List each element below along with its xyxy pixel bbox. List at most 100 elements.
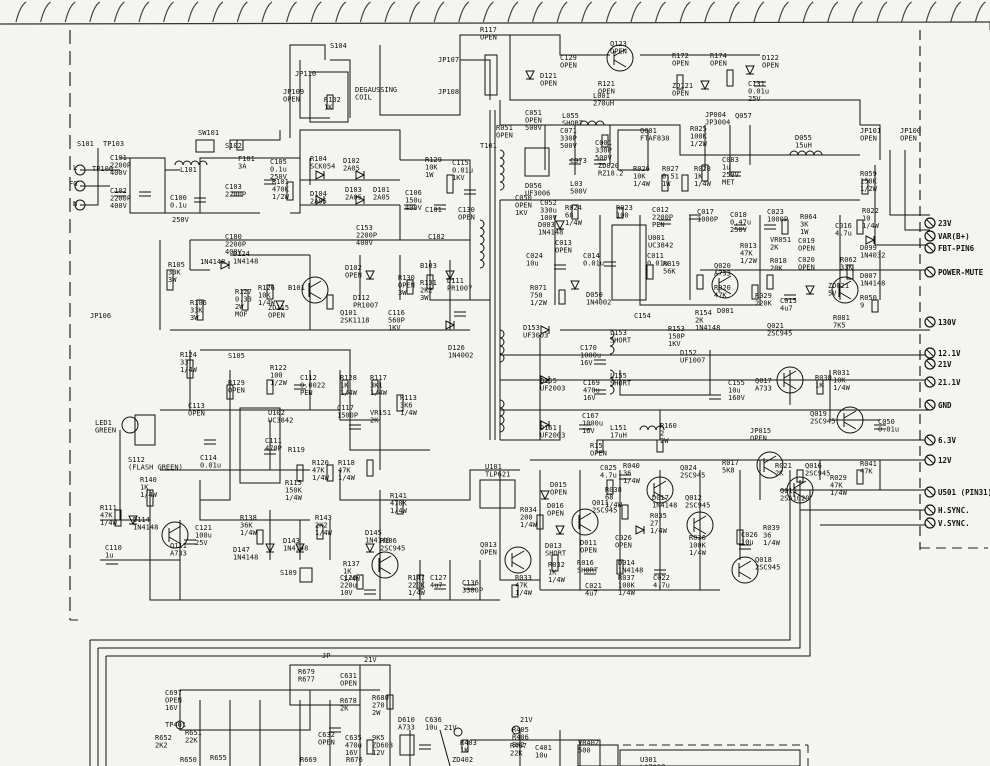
- binder-hole: [605, 1, 617, 23]
- label-line: C130: [458, 206, 475, 214]
- label-line: UF1007: [680, 357, 705, 365]
- connector-u501: U501 (PIN31): [924, 486, 990, 498]
- label-line: 150K: [285, 487, 303, 495]
- label-line: R051: [496, 124, 513, 132]
- label-line: 0.01u: [452, 167, 473, 175]
- label-line: 1KV: [515, 209, 528, 217]
- label-line: R406: [512, 734, 529, 742]
- capacitor-symbol: [231, 191, 243, 197]
- transistor-symbol: [711, 271, 739, 299]
- transistor-leads: [838, 280, 852, 300]
- label-line: U301: [640, 756, 657, 764]
- label-line: R130: [398, 274, 415, 282]
- component-label-21vc: 21V: [520, 716, 533, 724]
- resistor-symbol: [856, 219, 864, 235]
- label-line: 2200P: [110, 195, 131, 203]
- label-line: D126: [448, 344, 465, 352]
- label-line: OPEN: [398, 282, 415, 290]
- label-line: MOF: [235, 311, 248, 319]
- label-line: 2K2: [315, 522, 328, 530]
- transistor-leads: [308, 280, 322, 300]
- diode-symbol: [700, 80, 710, 91]
- label-line: 3A: [238, 163, 247, 171]
- label-line: D151: [540, 424, 557, 432]
- label-line: FTAF830: [640, 135, 670, 143]
- wire: [470, 739, 601, 766]
- label-line: R172: [672, 52, 689, 60]
- label-line: C026: [615, 534, 632, 542]
- label-line: OPEN: [610, 48, 627, 56]
- label-line: 1/4W: [285, 494, 303, 502]
- label-line: 0.01u: [583, 260, 604, 268]
- wire: [509, 35, 861, 125]
- connector-block: [179, 689, 311, 731]
- label-line: F101: [238, 155, 255, 163]
- label-line: OPEN: [480, 549, 497, 557]
- label-line: 16V: [580, 359, 593, 367]
- label-line: 1K: [140, 484, 149, 492]
- resistor-symbol: [341, 379, 349, 395]
- label-line: R120: [312, 459, 329, 467]
- label-line: FG: [69, 180, 77, 188]
- resistor-symbol: [621, 504, 629, 520]
- label-line: 2K: [775, 470, 784, 478]
- inductor-symbol: [639, 425, 665, 431]
- label-line: JP109: [283, 88, 304, 96]
- label-line: 1/4W: [370, 389, 388, 397]
- connector-12b: 12V: [924, 454, 952, 466]
- capacitor-symbol: [659, 219, 671, 225]
- connector-mark: [926, 506, 934, 514]
- transistor-leads: [511, 550, 525, 570]
- label-line: C131: [748, 80, 765, 88]
- label-line: 220u: [340, 582, 357, 590]
- label-line: C631: [340, 672, 357, 680]
- label-line: 470P: [265, 445, 282, 453]
- connector-vs: V.SYNC.: [924, 517, 970, 529]
- capacitor-symbol: [454, 311, 466, 317]
- label-line: 0.33: [235, 296, 252, 304]
- binder-hole: [950, 1, 962, 23]
- label-line: C113: [188, 402, 205, 410]
- label-line: R050: [860, 294, 877, 302]
- label-line: 1/4W: [833, 384, 851, 392]
- label-line: OPEN: [540, 80, 557, 88]
- wire: [200, 370, 231, 501]
- label-line: D111: [447, 277, 464, 285]
- connector-label: 23V: [938, 219, 952, 228]
- label-line: 1N4148: [618, 567, 643, 575]
- label-line: JP110: [295, 70, 316, 78]
- label-line: R126: [258, 284, 275, 292]
- label-line: R407: [510, 742, 527, 750]
- binder-hole: [113, 1, 125, 23]
- label-line: U102: [268, 409, 285, 417]
- label-line: 1/4W: [694, 180, 712, 188]
- capacitor-symbol: [569, 159, 581, 165]
- resistor-symbol: [146, 489, 154, 507]
- label-line: 33K: [190, 307, 203, 315]
- label-line: JP106: [90, 312, 111, 320]
- label-line: 4.7u: [835, 230, 852, 238]
- label-line: 10u: [728, 387, 741, 395]
